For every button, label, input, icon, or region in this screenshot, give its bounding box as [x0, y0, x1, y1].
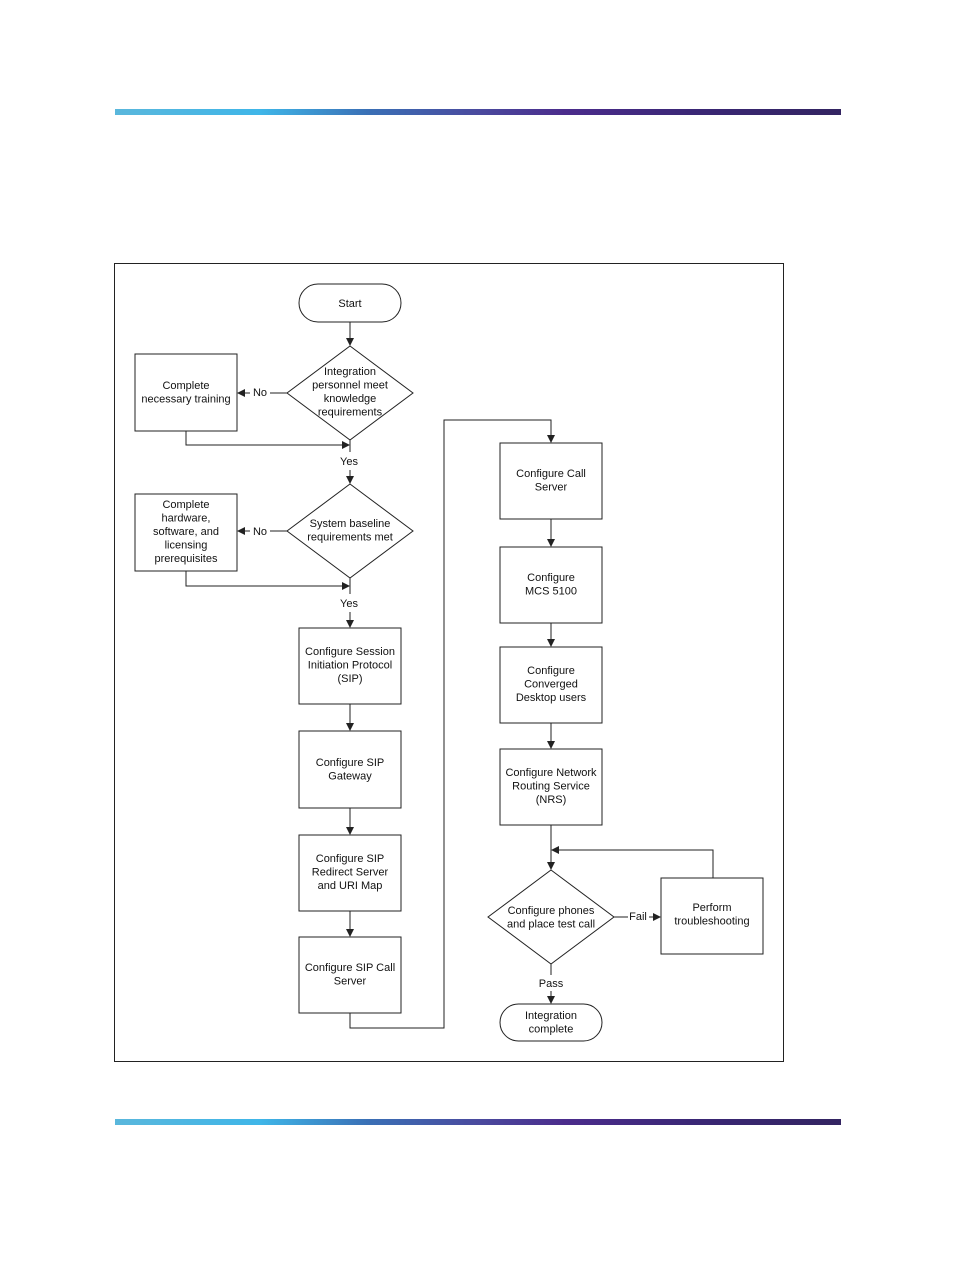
start-label: Start	[338, 298, 361, 310]
footer-rule	[115, 1119, 841, 1125]
pass-label: Pass	[539, 978, 564, 990]
no-label: No	[253, 387, 267, 399]
fail-label: Fail	[629, 911, 647, 923]
column-connector	[349, 419, 555, 1029]
no-label: No	[253, 526, 267, 538]
header-rule	[115, 109, 841, 115]
return-arrow	[185, 431, 350, 449]
retry-loop-arrow	[551, 846, 714, 878]
return-arrow	[185, 571, 350, 590]
start-terminator: Start	[298, 283, 402, 323]
yes-label: Yes	[340, 598, 358, 610]
yes-label: Yes	[340, 456, 358, 468]
